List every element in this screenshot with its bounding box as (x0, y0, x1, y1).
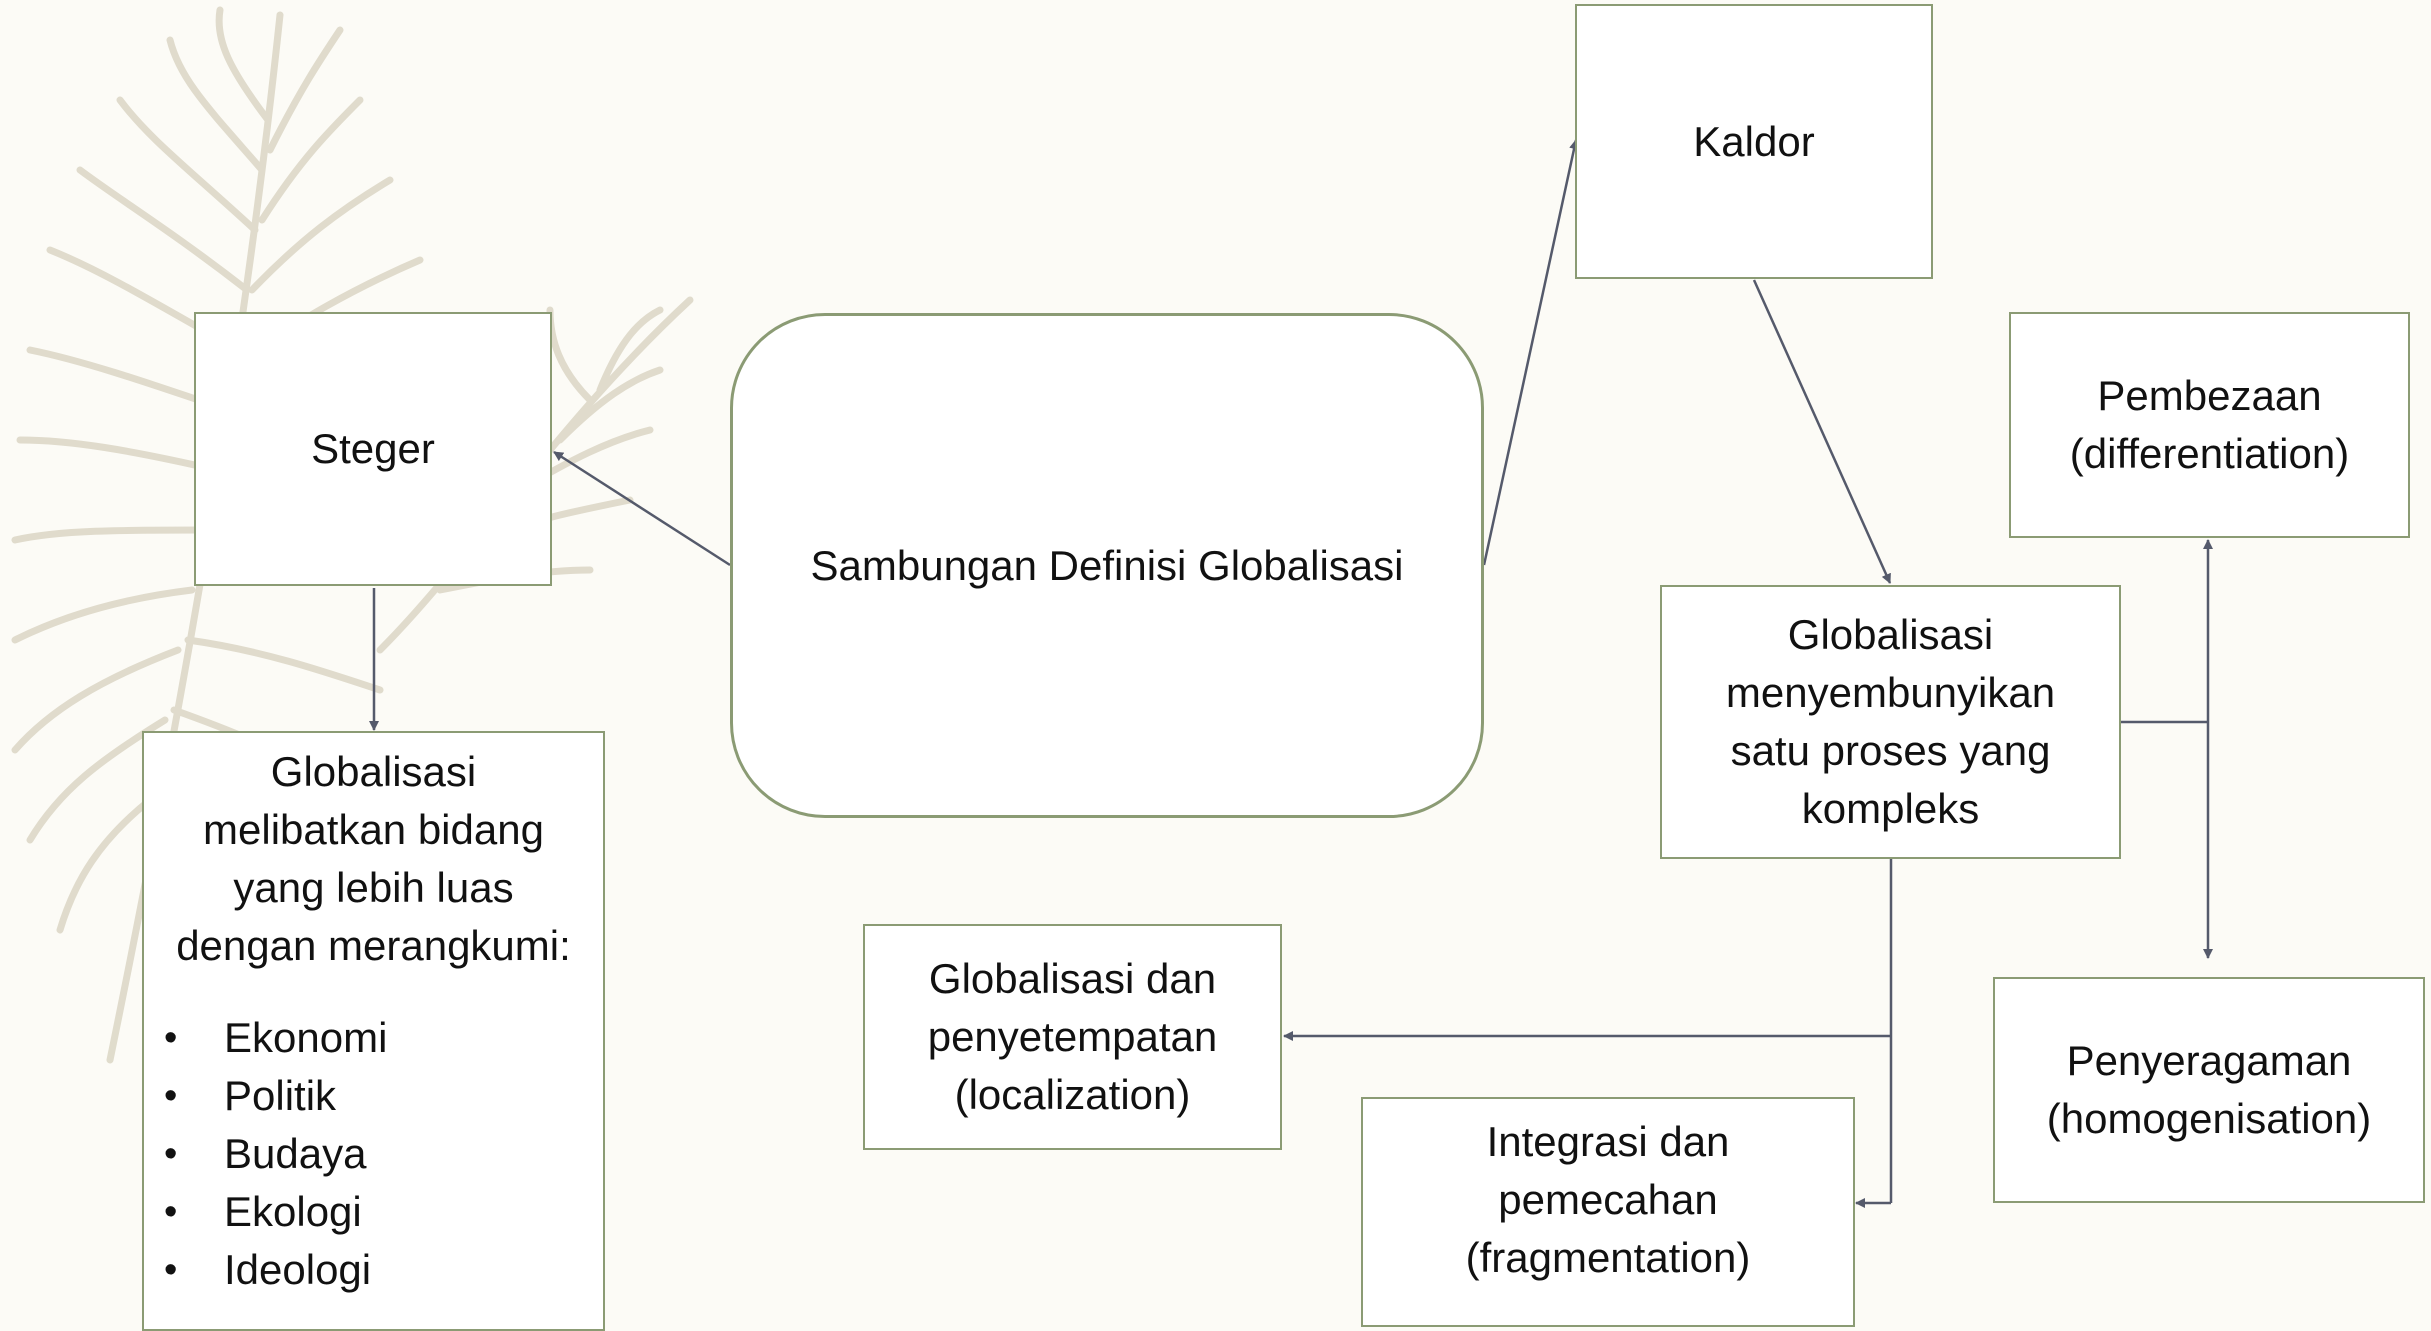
steger-node[interactable]: Steger (194, 312, 552, 586)
steger-detail-line: melibatkan bidang (203, 806, 544, 853)
steger-domain-list: Ekonomi Politik Budaya Ekologi Ideologi (144, 1009, 603, 1299)
steger-detail-node[interactable]: Globalisasi melibatkan bidang yang lebih… (142, 731, 605, 1331)
homogenisation-line: (homogenisation) (2046, 1095, 2372, 1142)
kaldor-detail-line: satu proses yang (1730, 727, 2051, 774)
domain-list-item: Ekologi (144, 1183, 603, 1241)
localization-line: (localization) (954, 1071, 1191, 1118)
steger-detail-line: Globalisasi (270, 748, 477, 795)
domain-list-item: Ideologi (144, 1241, 603, 1299)
fragmentation-line: pemecahan (1498, 1176, 1718, 1223)
homogenisation-line: Penyeragaman (2066, 1037, 2352, 1084)
kaldor-detail-line: kompleks (1801, 785, 1980, 832)
differentiation-node[interactable]: Pembezaan (differentiation) (2009, 312, 2410, 538)
steger-detail-line: dengan merangkumi: (176, 922, 571, 969)
domain-list-item: Ekonomi (144, 1009, 603, 1067)
kaldor-label: Kaldor (1693, 117, 1815, 165)
fragmentation-line: Integrasi dan (1486, 1118, 1730, 1165)
kaldor-detail-line: menyembunyikan (1725, 669, 2056, 716)
domain-list-item: Budaya (144, 1125, 603, 1183)
central-concept-label: Sambungan Definisi Globalisasi (810, 541, 1404, 589)
kaldor-detail-node[interactable]: Globalisasi menyembunyikan satu proses y… (1660, 585, 2121, 859)
localization-line: penyetempatan (927, 1013, 1218, 1060)
steger-detail-line: yang lebih luas (233, 864, 514, 911)
fragmentation-line: (fragmentation) (1465, 1234, 1751, 1281)
homogenisation-node[interactable]: Penyeragaman (homogenisation) (1993, 977, 2425, 1203)
kaldor-detail-line: Globalisasi (1787, 611, 1994, 658)
fragmentation-node[interactable]: Integrasi dan pemecahan (fragmentation) (1361, 1097, 1855, 1327)
central-concept-node[interactable]: Sambungan Definisi Globalisasi (730, 313, 1484, 818)
steger-label: Steger (311, 425, 435, 472)
arrow-center-to-kaldor (1482, 139, 1579, 566)
localization-node[interactable]: Globalisasi dan penyetempatan (localizat… (863, 924, 1282, 1150)
arrow-kaldor-to-detail (1752, 279, 1892, 584)
differentiation-line: (differentiation) (2069, 430, 2350, 477)
localization-line: Globalisasi dan (928, 955, 1217, 1002)
arrow-center-to-steger (553, 450, 731, 567)
domain-list-item: Politik (144, 1067, 603, 1125)
differentiation-line: Pembezaan (2097, 372, 2322, 419)
kaldor-node[interactable]: Kaldor (1575, 4, 1933, 279)
